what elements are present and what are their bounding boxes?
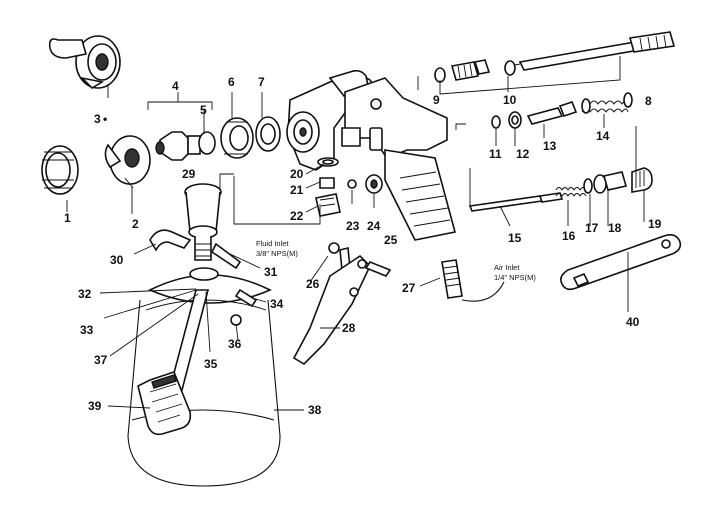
label-16: 16 [562,229,576,243]
label-4: 4 [172,79,179,93]
label-10: 10 [503,93,517,107]
part-needle-rod [509,31,676,71]
air-inlet-note-1: Air Inlet [494,263,520,272]
label-12: 12 [516,147,530,161]
label-18: 18 [608,221,622,235]
air-inlet-note-2: 1/4" NPS(M) [494,273,536,282]
label-11: 11 [489,147,502,161]
label-2: 2 [132,217,139,231]
label-36: 36 [228,337,242,351]
label-39: 39 [88,399,102,413]
part-baffle [104,135,151,189]
label-25: 25 [384,233,398,247]
part-cup-lid-assembly [148,183,272,326]
part-fluid-nozzle [155,131,201,161]
label-3-mark: • [103,112,107,126]
label-13: 13 [543,139,557,153]
part-o-ring-10 [504,60,516,76]
label-27: 27 [402,281,416,295]
label-26: 26 [306,277,320,291]
label-5: 5 [200,103,207,117]
part-fluid-inlet-fittings [315,157,383,217]
part-paint-cup [127,289,281,487]
label-20: 20 [290,167,304,181]
part-o-ring-5 [198,131,216,155]
part-fluid-needle-assembly [468,167,653,212]
label-28: 28 [342,321,356,335]
label-32: 32 [78,287,92,301]
label-30: 30 [110,253,124,267]
label-6: 6 [228,75,235,89]
label-15: 15 [508,231,522,245]
label-34: 34 [270,297,284,311]
label-17: 17 [585,221,599,235]
label-7: 7 [258,75,265,89]
inlet-notes: Fluid Inlet 3/8" NPS(M) Air Inlet 1/4" N… [256,239,536,282]
part-air-valve-fitting [434,59,491,83]
label-3: 3 [94,112,101,126]
part-gun-body [286,69,456,241]
part-trigger [292,242,392,366]
label-9: 9 [433,93,440,107]
part-air-cap [48,35,121,90]
label-22: 22 [290,209,304,223]
label-40: 40 [626,315,640,329]
leader-lines [66,56,645,411]
part-wrench [560,234,682,291]
label-14: 14 [596,129,610,143]
label-38: 38 [308,403,322,417]
label-8: 8 [645,94,652,108]
label-24: 24 [367,219,381,233]
label-35: 35 [204,357,218,371]
part-valve-assembly [491,92,633,129]
part-labels: 3 • 4 5 6 7 1 2 8 9 10 11 12 13 14 15 16… [64,75,662,417]
part-retaining-ring [41,145,79,195]
label-21: 21 [290,183,304,197]
label-19: 19 [648,217,662,231]
part-spreader [220,117,254,159]
fluid-inlet-note-1: Fluid Inlet [256,239,289,248]
label-1: 1 [64,211,71,225]
fluid-inlet-note-2: 3/8" NPS(M) [256,249,298,258]
part-air-inlet [441,259,505,302]
part-gasket [255,116,281,152]
label-37: 37 [94,353,108,367]
label-29: 29 [182,167,196,181]
label-23: 23 [346,219,360,233]
label-31: 31 [264,265,278,279]
label-33: 33 [80,323,94,337]
